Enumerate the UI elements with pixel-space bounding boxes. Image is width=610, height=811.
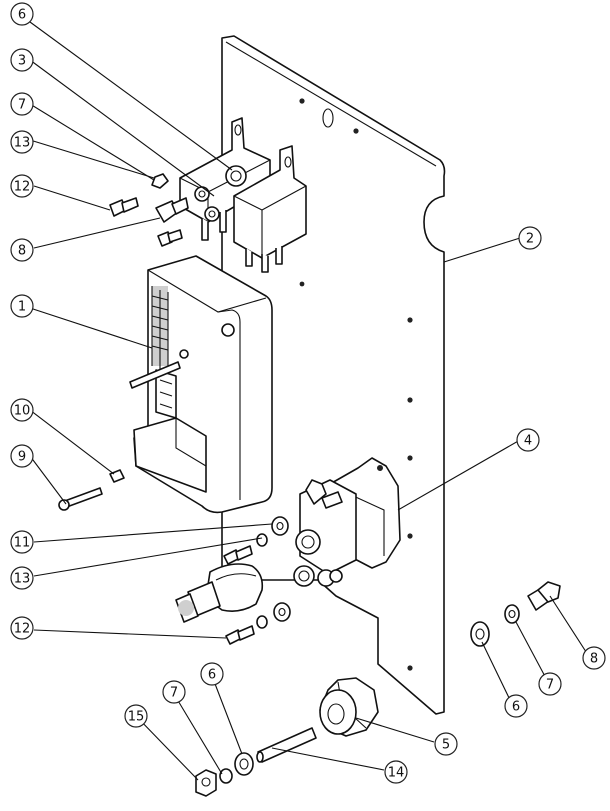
callout-label: 13 [14,572,31,587]
callout-6-top: 6 [10,2,34,26]
callout-label: 8 [18,244,26,259]
callout-12-top: 12 [10,174,34,198]
callout-label: 3 [18,54,26,69]
callout-label: 6 [512,700,520,715]
controller-module [129,255,273,514]
callout-9: 9 [10,444,34,468]
callout-14: 14 [384,760,408,784]
callout-6-right: 6 [504,694,528,718]
key-switch-assembly [293,457,401,587]
callout-8-left: 8 [10,238,34,262]
callout-label: 12 [14,180,31,195]
callout-12-bottom: 12 [10,616,34,640]
callout-label: 7 [170,686,178,701]
relay [233,145,307,273]
callout-label: 8 [590,652,598,667]
callout-5: 5 [434,732,458,756]
callout-label: 6 [18,8,26,23]
callout-1: 1 [10,294,34,318]
indicator-light [175,563,264,623]
leader-lines [29,21,591,781]
callout-6-bottom: 6 [200,662,224,686]
callout-13-bottom: 13 [10,566,34,590]
bottom-nut-stack [195,752,254,797]
right-hardware [470,581,561,647]
callout-label: 6 [208,668,216,683]
callout-10: 10 [10,398,34,422]
screw-and-nut [58,469,125,511]
callout-13-top: 13 [10,130,34,154]
callout-label: 5 [442,738,450,753]
callout-label: 4 [524,434,532,449]
hour-meter [319,677,379,737]
callout-4: 4 [516,428,540,452]
callout-label: 15 [128,710,145,725]
callout-label: 14 [388,766,405,781]
callout-8-right: 8 [582,646,606,670]
callout-label: 7 [18,98,26,113]
callout-label: 2 [526,232,534,247]
callout-label: 9 [18,450,26,465]
relay-hardware [109,165,247,247]
callout-label: 1 [18,300,26,315]
callout-label: 10 [14,404,31,419]
callout-7-right: 7 [538,672,562,696]
callout-11: 11 [10,530,34,554]
callout-7-bottom: 7 [162,680,186,704]
pin [256,727,317,763]
callout-label: 12 [14,622,31,637]
callout-label: 7 [546,678,554,693]
callout-7-top: 7 [10,92,34,116]
callout-label: 11 [14,536,31,551]
callout-15: 15 [124,704,148,728]
small-washers [223,516,291,645]
callout-3: 3 [10,48,34,72]
callout-2: 2 [518,226,542,250]
callout-label: 13 [14,136,31,151]
